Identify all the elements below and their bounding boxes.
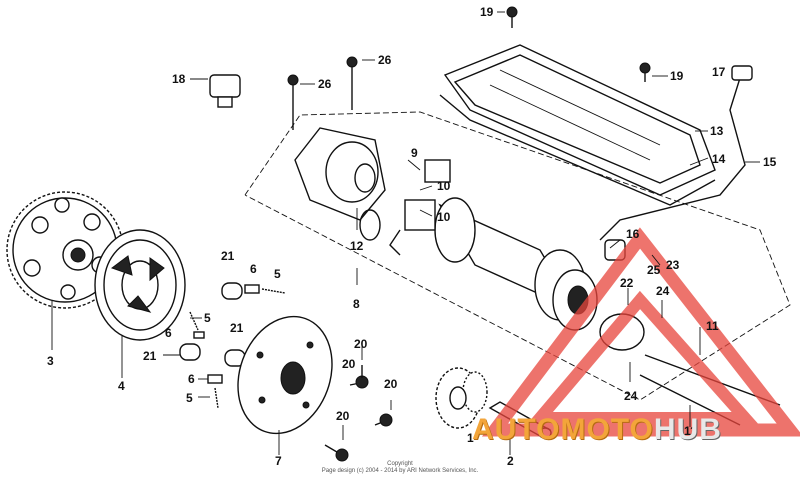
callout-4: 4 [118,379,125,393]
callout-5: 5 [186,391,193,405]
callout-6: 6 [188,372,195,386]
callout-11: 11 [684,424,697,438]
idle-gear [435,367,488,429]
callout-25: 25 [647,263,661,277]
callout-11: 11 [706,319,719,333]
callout-26: 26 [318,77,332,91]
starter-bracket [294,127,386,241]
callout-23: 23 [666,258,680,272]
callout-20: 20 [384,377,398,391]
callout-21: 21 [143,349,157,363]
callout-21: 21 [230,321,244,335]
bolts [324,365,393,462]
leader-lines [51,11,760,455]
rollers-springs [179,282,286,409]
brush-set [389,159,451,256]
callout-17: 17 [712,65,726,79]
callout-15: 15 [763,155,777,169]
starter-motor [434,197,626,331]
callout-10: 10 [437,210,451,224]
callout-8: 8 [353,297,360,311]
callout-7: 7 [275,454,282,468]
top-bolts [287,6,651,130]
callout-21: 21 [221,249,235,263]
starter-cover [439,44,716,206]
starter-cable [599,65,753,241]
callout-24: 24 [656,284,670,298]
watermark-text-2: HUB [653,413,722,446]
callout-18: 18 [172,72,186,86]
callout-2: 2 [507,454,514,468]
callout-16: 16 [626,227,640,241]
callout-10: 10 [437,179,451,193]
callout-24: 24 [624,389,638,403]
callout-20: 20 [342,357,356,371]
copyright-notice: Copyright Page design (c) 2004 - 2014 by… [300,461,500,475]
callout-20: 20 [336,409,350,423]
callout-13: 13 [710,124,724,138]
callout-9: 9 [411,146,418,160]
callout-6: 6 [165,326,172,340]
copyright-line-2: Page design (c) 2004 - 2014 by ARI Netwo… [321,468,479,474]
callout-5: 5 [274,267,281,281]
callout-19: 19 [480,5,494,19]
callout-1: 1 [467,431,474,445]
callout-26: 26 [378,53,392,67]
clutch-outer-plate [237,315,333,435]
callout-22: 22 [620,276,634,290]
callout-3: 3 [47,354,54,368]
callout-12: 12 [350,239,364,253]
neutral-switch [209,74,241,108]
copyright-line-1: Copyright [387,461,413,467]
callout-14: 14 [712,152,726,166]
callout-5: 5 [204,311,211,325]
starter-clutch [94,229,186,341]
watermark-triangle [481,227,800,437]
watermark-logo: AUTOMOTOHUB [472,415,722,445]
callout-19: 19 [670,69,684,83]
assembly-boundary [244,111,791,401]
callout-6: 6 [250,262,257,276]
watermark-text-1: AUTOMOTO [472,413,654,446]
callout-20: 20 [354,337,368,351]
starter-driven-gear [6,191,124,309]
